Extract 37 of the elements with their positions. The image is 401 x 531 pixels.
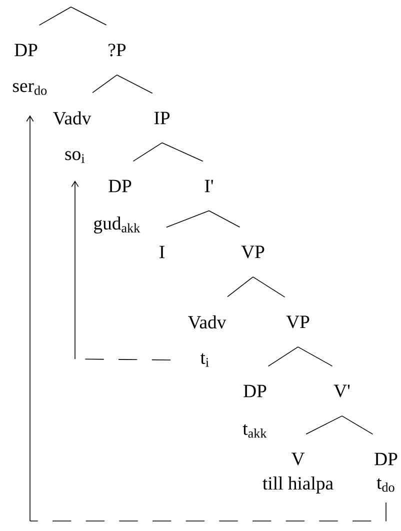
tree-branch	[268, 346, 298, 367]
category-label: Vadv	[188, 315, 226, 329]
tree-branch	[166, 210, 210, 228]
tree-branch	[208, 210, 240, 228]
tree-branch	[306, 416, 342, 434]
word-label: ser$_{do}$	[13, 83, 47, 95]
tree-branch	[342, 416, 374, 435]
category-label: V	[291, 452, 305, 466]
category-label: Vadv	[53, 111, 92, 125]
category-label: DP	[108, 180, 132, 192]
category-label: VP	[286, 316, 310, 328]
tree-branch	[227, 276, 254, 298]
tree-branch	[252, 276, 286, 298]
word-label: t$_{i}$	[200, 353, 209, 367]
category-label: VP	[241, 246, 264, 258]
category-label: I	[160, 246, 164, 258]
tree-branch	[298, 346, 333, 366]
word-label: so$_{i}$	[65, 151, 85, 163]
movement-arrow	[71, 180, 171, 360]
word-label: t$_{akk}$	[242, 424, 267, 438]
word-label: t$_{do}$	[376, 478, 394, 492]
category-label: I'	[204, 180, 213, 192]
category-label: ?P	[108, 44, 126, 56]
tree-branch	[70, 6, 107, 26]
movement-arrow	[26, 115, 386, 522]
tree-branch	[38, 6, 72, 26]
category-label: DP	[374, 452, 398, 466]
word-label: gud$_{akk}$	[94, 216, 140, 234]
category-label: V'	[334, 384, 350, 398]
category-label: DP	[14, 44, 38, 56]
category-label: DP	[244, 384, 266, 398]
tree-branch	[92, 74, 118, 94]
tree-branch	[132, 142, 162, 162]
tree-branch	[162, 142, 204, 162]
tree-branch	[116, 74, 153, 94]
word-label: till hialpa	[262, 476, 334, 494]
category-label: IP	[154, 112, 170, 124]
